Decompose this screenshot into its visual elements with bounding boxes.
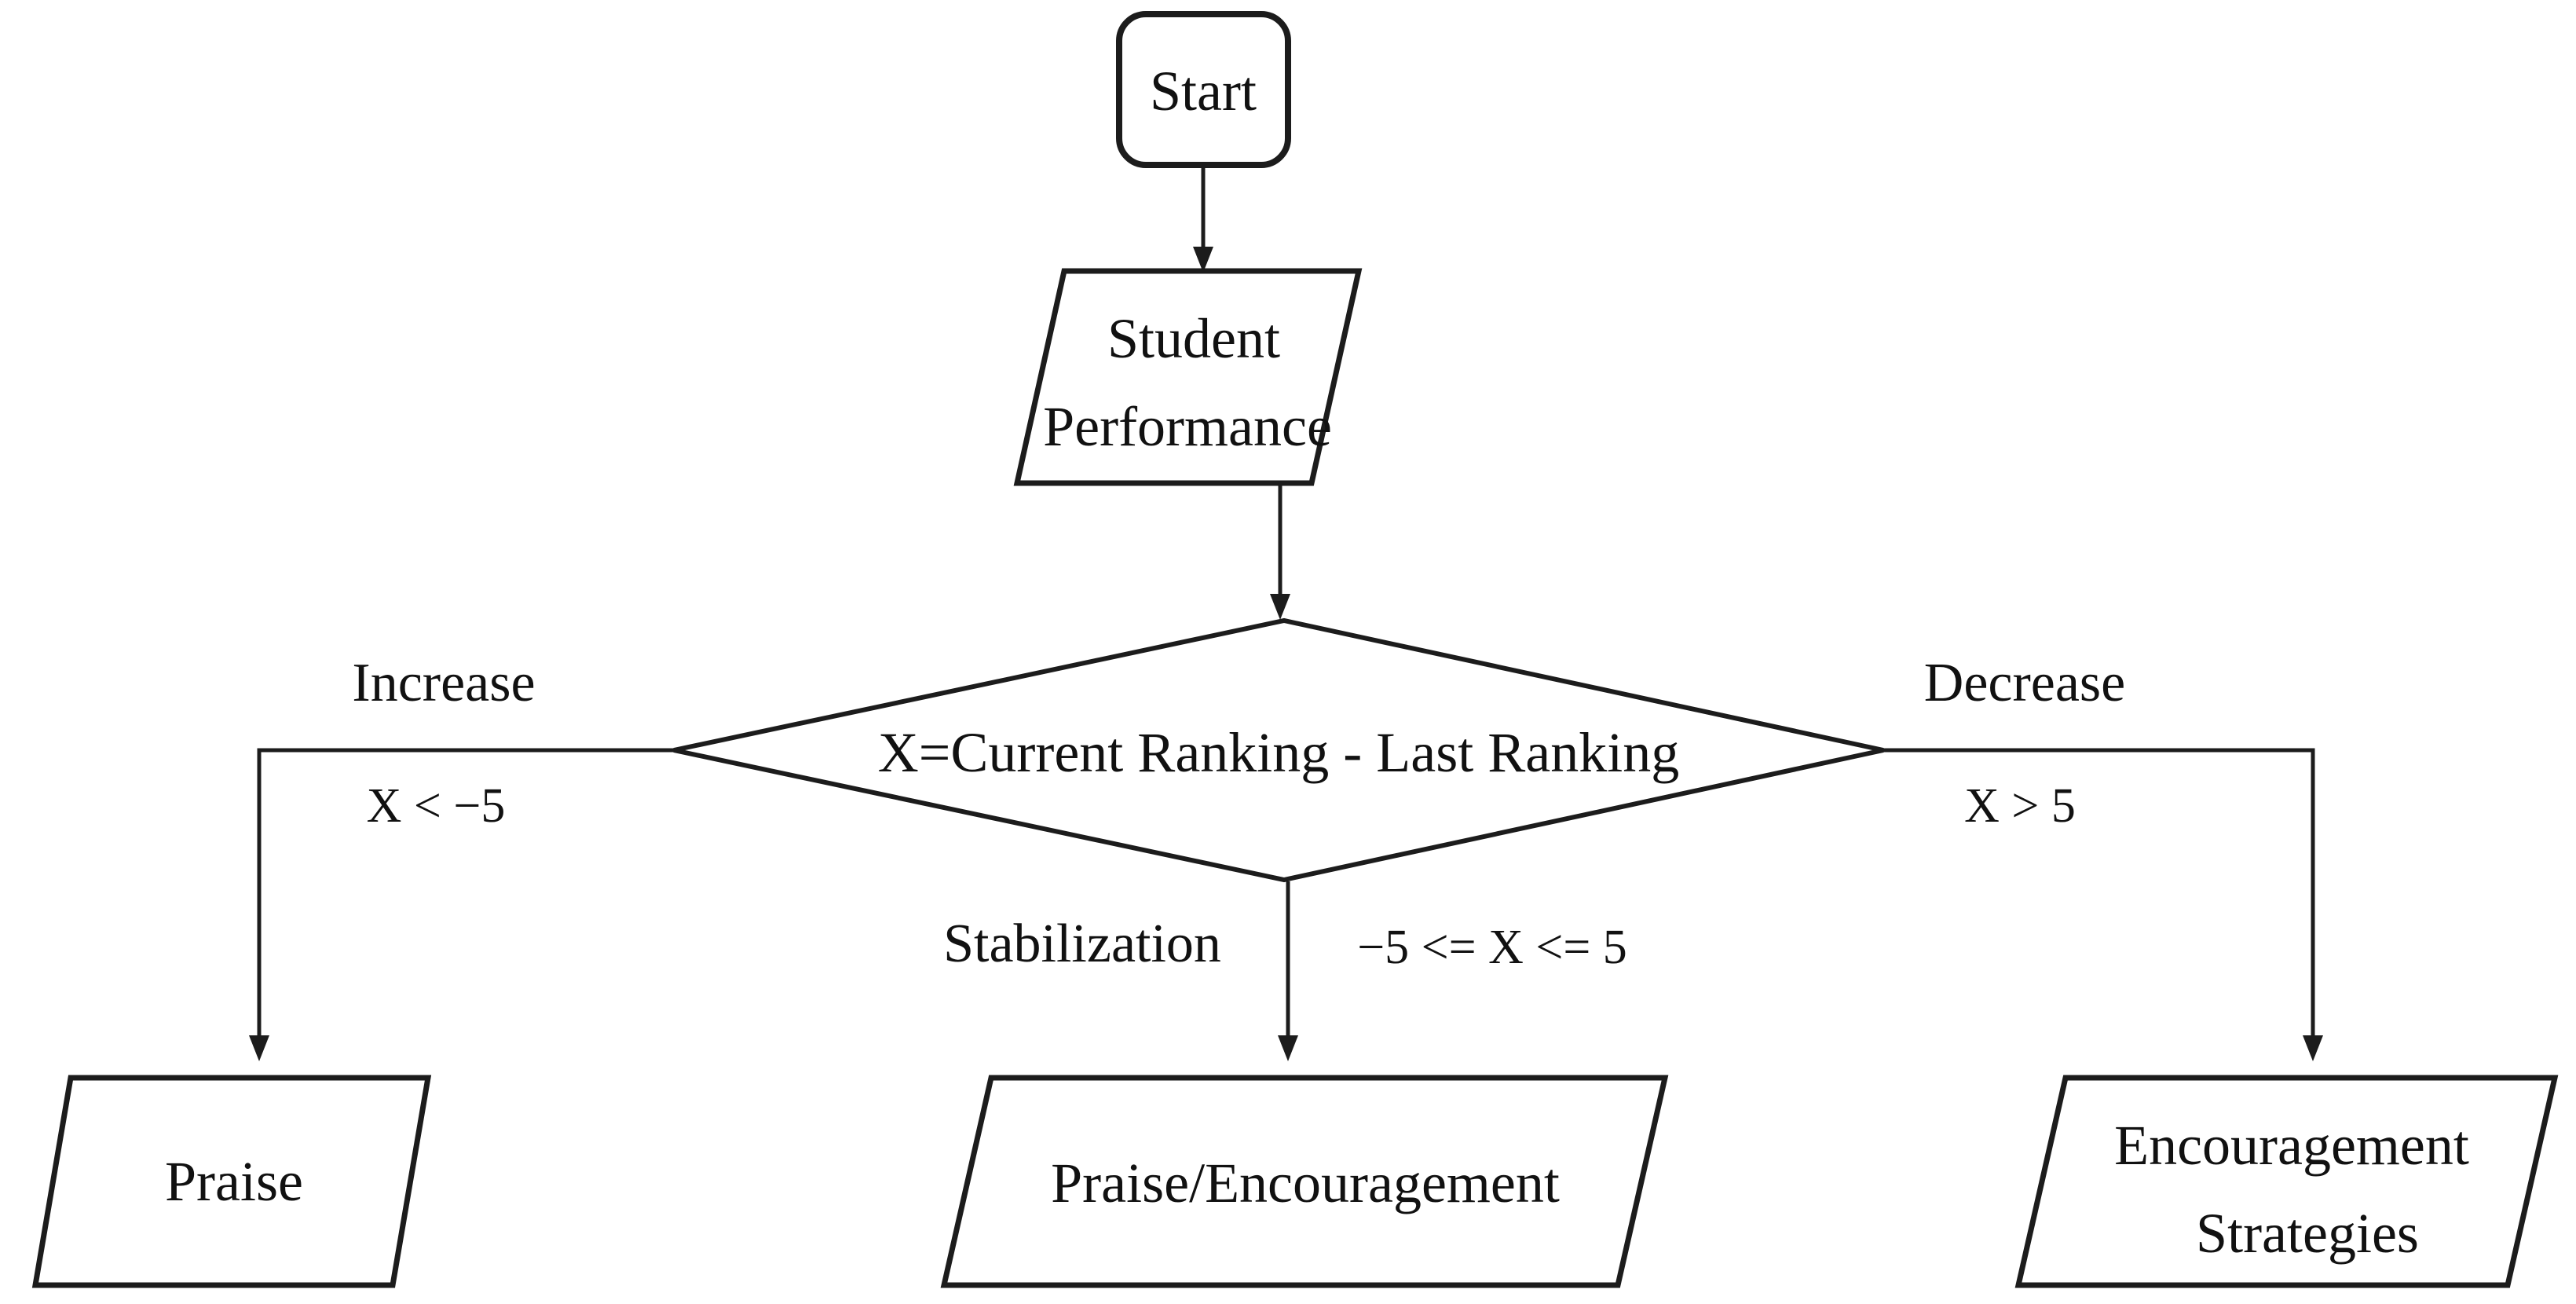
decision-node xyxy=(673,617,1884,883)
start-node-label: Start xyxy=(1150,60,1257,123)
praise-node xyxy=(31,1075,432,1288)
student-performance-label-line2: Performance xyxy=(1043,395,1332,458)
arrowhead-into-decision xyxy=(1270,594,1290,620)
encouragement-strategies-node xyxy=(2014,1075,2559,1288)
arrowhead-into-encouragement-strategies xyxy=(2303,1035,2323,1061)
branch-stabilization-condition: −5 <= X <= 5 xyxy=(1357,921,1627,974)
student-performance-node xyxy=(1013,268,1363,486)
start-node xyxy=(1116,11,1291,168)
arrowhead-into-praise-encouragement xyxy=(1278,1035,1298,1061)
branch-decrease-label: Decrease xyxy=(1924,653,2125,713)
connector-decision-to-encouragement-strategies xyxy=(1883,748,2315,1038)
praise-encouragement-node-label: Praise/Encouragement xyxy=(1051,1152,1560,1214)
praise-node-label: Praise xyxy=(165,1150,303,1213)
branch-decrease-condition: X > 5 xyxy=(1964,779,2076,833)
encouragement-strategies-label-line1: Encouragement xyxy=(2114,1114,2469,1177)
decision-node-label: X=Current Ranking - Last Ranking xyxy=(878,721,1679,784)
praise-encouragement-node xyxy=(940,1075,1669,1288)
connector-decision-to-praise xyxy=(257,748,674,1038)
arrowhead-into-praise xyxy=(249,1035,269,1061)
branch-stabilization-label: Stabilization xyxy=(943,914,1221,974)
branch-increase-condition: X < −5 xyxy=(367,779,506,833)
branch-increase-label: Increase xyxy=(352,653,535,713)
encouragement-strategies-label-line2: Strategies xyxy=(2196,1202,2419,1265)
arrowhead-into-student-performance xyxy=(1193,247,1213,273)
student-performance-label-line1: Student xyxy=(1107,307,1280,370)
